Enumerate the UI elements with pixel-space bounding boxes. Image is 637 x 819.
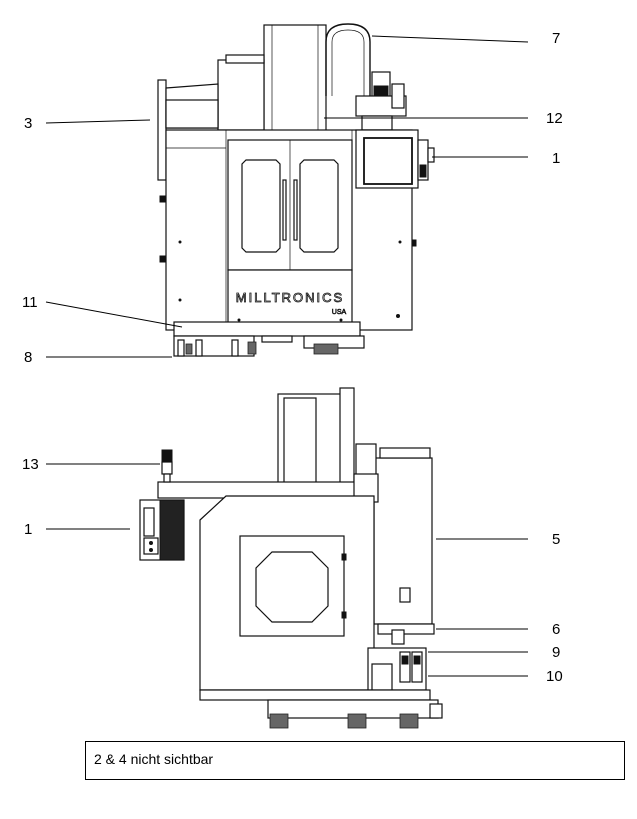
- signal-light: [161, 449, 173, 463]
- air-filter: [399, 651, 411, 683]
- side-flange: [157, 79, 167, 181]
- front-view: MILLTRONICS USA: [157, 23, 435, 357]
- base-frame: [173, 321, 361, 337]
- callout-7: 7: [552, 30, 560, 47]
- callout-6: 6: [552, 621, 560, 638]
- callout-8: 8: [24, 349, 32, 366]
- brand-sub: USA: [332, 309, 347, 316]
- note-text: 2 & 4 nicht sichtbar: [94, 751, 214, 767]
- spindle-head: [263, 24, 327, 134]
- callout-9: 9: [552, 644, 560, 661]
- lube-pump: [391, 629, 405, 645]
- callout-11: 11: [22, 294, 38, 311]
- note-box: 2 & 4 nicht sichtbar: [85, 741, 625, 780]
- callout-1-side: 1: [24, 521, 32, 538]
- motor-housing: [217, 59, 265, 131]
- callout-12: 12: [546, 110, 563, 127]
- brand-name: MILLTRONICS: [236, 290, 344, 305]
- callout-13: 13: [22, 456, 39, 473]
- side-view: [139, 387, 443, 729]
- leader-lines: [45, 35, 529, 677]
- callout-10: 10: [546, 668, 563, 685]
- callout-1-front: 1: [552, 150, 560, 167]
- callout-labels: 7 3 12 1 11 8 13 1 5 6 9 10: [22, 30, 563, 685]
- callout-5: 5: [552, 531, 560, 548]
- callout-3: 3: [24, 115, 32, 132]
